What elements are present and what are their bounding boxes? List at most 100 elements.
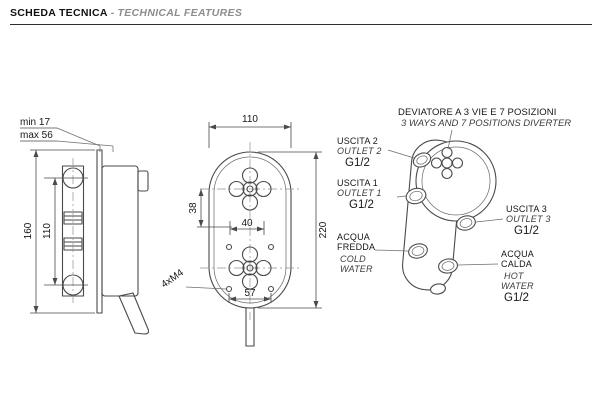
leader-cold [374, 249, 409, 252]
dimension-depth-range: min 17 max 56 [20, 117, 114, 152]
port-thread [411, 246, 425, 256]
outlet2-label-en: OUTLET 2 [337, 146, 382, 156]
leader-diverter [447, 129, 453, 150]
hot-water-label-en1: HOT [504, 271, 525, 281]
dimension-knob-offset: 38 [188, 189, 232, 228]
outlet3-label-en: OUTLET 3 [506, 214, 551, 224]
mixer-knob [228, 167, 272, 211]
knob-hub [242, 260, 258, 276]
knob-petal [255, 180, 272, 198]
knob-petal [451, 157, 464, 169]
screw-hole [225, 285, 233, 293]
dim-max-depth-label: max 56 [20, 130, 53, 141]
port-thread [459, 218, 473, 228]
port-outer [408, 243, 428, 259]
dimension-knob-spacing: 40 [229, 218, 265, 235]
port-outlet-1 [405, 187, 427, 205]
leader-outlet-2 [387, 149, 415, 159]
leader-line [56, 127, 101, 147]
knob-petal [241, 273, 259, 290]
port-outlet-2 [412, 152, 432, 168]
knob-petal [241, 194, 259, 211]
sheet-title-italian: SCHEDA TECNICA [10, 7, 108, 19]
dim-57-label: 57 [244, 288, 256, 299]
cold-water-label-it2: FREDDA [337, 242, 375, 252]
leader-outlet-3 [475, 218, 504, 223]
outlet2-thread-label: G1/2 [345, 157, 370, 169]
escutcheon-inner [421, 146, 491, 216]
port-outlet-3 [456, 215, 476, 231]
cold-water-label-en2: WATER [340, 264, 373, 274]
body-detail [137, 170, 149, 192]
leader-hot [457, 263, 499, 266]
dimension-screw-spacing: 57 [228, 288, 272, 303]
port-bottom [430, 283, 446, 295]
knob-petal [255, 259, 272, 277]
front-view: 110 220 38 40 4xM4 [159, 114, 329, 347]
hot-water-thread-label: G1/2 [504, 292, 529, 304]
dimension-centers-side: 110 [42, 177, 88, 286]
screw-hole [267, 243, 275, 251]
dim-height-front-label: 220 [318, 221, 329, 238]
leader-outlet-1 [396, 195, 407, 198]
hot-water-label-en2: WATER [501, 281, 534, 291]
diverter-title-english: 3 WAYS AND 7 POSITIONS DIVERTER [401, 118, 571, 129]
screws-label: 4xM4 [159, 267, 186, 290]
cold-water-label-en1: COLD [340, 254, 366, 264]
port-thread [441, 261, 455, 271]
port-thread [416, 155, 428, 165]
diverter-view: DEVIATORE A 3 VIE E 7 POSIZIONI 3 WAYS A… [337, 107, 571, 304]
outlet1-thread-label: G1/2 [349, 199, 374, 211]
port-outer [438, 258, 458, 274]
cold-water-label-it1: ACQUA [337, 232, 370, 242]
outlet3-thread-label: G1/2 [514, 225, 539, 237]
sheet-header: SCHEDA TECNICA-TECHNICAL FEATURES [10, 7, 592, 25]
mixer-lever [118, 292, 150, 335]
knob-petal [228, 259, 245, 277]
wall-plate [96, 149, 103, 314]
knob-petal [241, 246, 259, 263]
outlet1-label-en: OUTLET 1 [337, 188, 382, 198]
knob-hub [242, 181, 258, 197]
outlet2-label-it: USCITA 2 [337, 136, 378, 146]
dimension-height-side: 160 [23, 149, 95, 314]
knob-petal [241, 167, 259, 184]
hot-water-label-it1: ACQUA [501, 249, 534, 259]
knob-hub [441, 157, 453, 169]
escutcheon-outer [415, 140, 497, 222]
port-thread [409, 190, 423, 202]
leader-line [56, 140, 114, 147]
knob-petal [441, 146, 453, 159]
screw-hole [225, 243, 233, 251]
port-cold-water [408, 243, 428, 259]
knob-petal [430, 157, 443, 169]
dim-height-side-label: 160 [23, 222, 34, 239]
knob-center [246, 264, 254, 272]
screw-holes [225, 243, 275, 293]
dim-width-label: 110 [242, 114, 258, 125]
dim-38-label: 38 [188, 202, 199, 214]
leader-lines [374, 129, 504, 266]
side-view: 160 110 min 17 max 56 [20, 117, 150, 335]
outlet1-label-it: USCITA 1 [337, 178, 378, 188]
dim-min-depth-label: min 17 [20, 117, 50, 128]
diverter-knob-3d [430, 146, 464, 180]
port-hot-water [438, 258, 458, 274]
diverter-title-italian: DEVIATORE A 3 VIE E 7 POSIZIONI [398, 107, 557, 118]
external-body [101, 165, 139, 297]
dimension-width: 110 [208, 114, 292, 148]
title-separator: - [110, 7, 115, 19]
dimension-height-front: 220 [258, 151, 329, 309]
hot-water-label-it2: CALDA [501, 259, 532, 269]
knob-petal [228, 180, 245, 198]
diverter-knob [228, 246, 272, 290]
sheet-title-english: TECHNICAL FEATURES [117, 7, 243, 19]
dim-centers-side-label: 110 [42, 223, 53, 239]
knob-center [246, 185, 254, 193]
dim-40-label: 40 [241, 218, 253, 229]
outlet3-label-it: USCITA 3 [506, 204, 547, 214]
outlet-pipe [245, 307, 255, 347]
knob-petal [441, 167, 453, 180]
